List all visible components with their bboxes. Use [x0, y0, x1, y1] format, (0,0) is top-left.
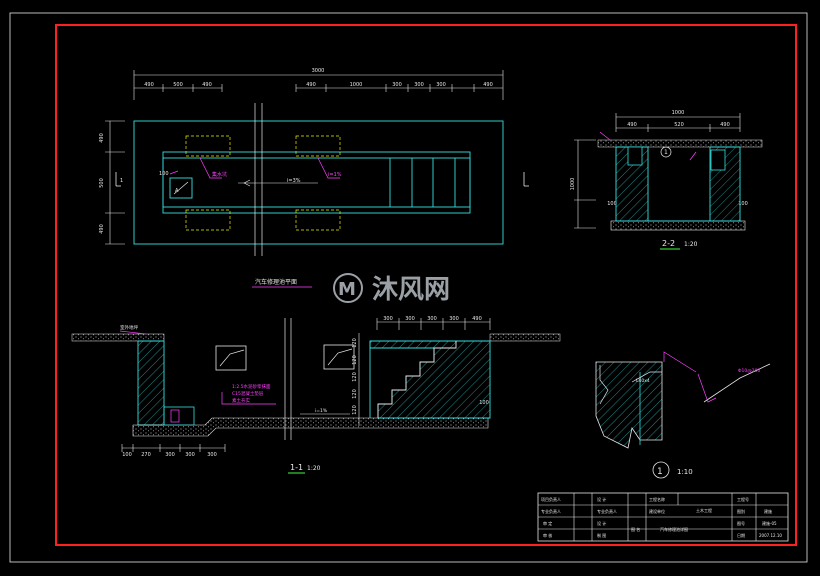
tb-r4-1: 审 核	[543, 532, 552, 538]
s11-note-slope: i=1%	[315, 408, 328, 414]
s22-dim-1: 490	[627, 122, 637, 128]
s11-note-3: 素土夯实	[232, 397, 250, 404]
s11-label: 1-1	[290, 463, 303, 472]
plan-dim-l-2: 500	[99, 178, 105, 188]
tb-r4-3: 图 名	[631, 526, 640, 532]
plan-dim-tr-3: 300	[392, 82, 402, 88]
s11-dim-s-2: 120	[352, 355, 358, 365]
detail-1: L40x4 Φ10@200 1 1:10	[595, 351, 771, 479]
tb-r1-1: 项目负责人	[541, 496, 561, 502]
plan-dim-tr-4: 300	[414, 82, 424, 88]
plan-section-mark-left: 1	[120, 178, 123, 184]
plan-dim-l-3: 490	[99, 224, 105, 234]
svg-text:M: M	[338, 279, 356, 300]
plan-dim-tl-1: 490	[144, 82, 154, 88]
section-2-2: 1000 490 520 490 1000 100 100 1 2-2 1:20	[570, 110, 763, 250]
tb-r2-6: 建施	[764, 508, 772, 514]
plan-note-sump: 集水坑	[212, 171, 227, 178]
s11-dim-b-4: 300	[185, 452, 195, 458]
plan-dim-tr-6: 490	[483, 82, 493, 88]
section-1-1: 300 300 300 300 490 100 270 300 300 300 …	[71, 316, 561, 474]
tb-r2-2: 专业负责人	[597, 508, 617, 514]
plan-dim-tr-1: 490	[306, 82, 316, 88]
tb-r2-3: 建设单位	[649, 508, 665, 514]
plan-dim-tl-2: 500	[173, 82, 183, 88]
s11-note-ground: 室外地坪	[120, 324, 138, 331]
s11-dim-s-4: 120	[352, 389, 358, 399]
plan-dim-tr-2: 1000	[350, 82, 363, 88]
s11-dim-b-3: 300	[165, 452, 175, 458]
s22-label: 2-2	[662, 239, 675, 248]
tb-r2-5: 图别	[737, 508, 745, 514]
plan-dim-tl-3: 490	[202, 82, 212, 88]
plan-note-a: A	[175, 188, 179, 194]
plan-dim-l-1: 490	[99, 133, 105, 143]
tb-r4-2: 制 图	[597, 532, 606, 538]
watermark: M 沐风网	[333, 273, 450, 305]
s22-dim-side-3: 100	[738, 201, 748, 207]
s22-dim-total: 1000	[672, 110, 685, 116]
s22-callout: 1	[664, 149, 668, 156]
tb-r1-5: 工程号	[737, 496, 749, 502]
s11-dim-s-1: 120	[352, 338, 358, 348]
tb-r1-3: 工程名称	[649, 496, 665, 502]
tb-r4-5: 日期	[737, 532, 745, 538]
s22-dim-side-2: 100	[607, 201, 617, 207]
s22-scale: 1:20	[684, 241, 698, 248]
plan-note-slope-1: i=3%	[287, 178, 301, 184]
plan-title: 汽车修理池平面	[255, 278, 297, 286]
s11-scale: 1:20	[307, 465, 321, 472]
s11-note-1: 1:2.5水泥砂浆抹面	[232, 383, 271, 390]
s11-dim-b-2: 270	[141, 452, 151, 458]
s11-dim-b-5: 300	[207, 452, 217, 458]
detail-scale: 1:10	[677, 468, 693, 476]
plan-dim-tr-5: 300	[436, 82, 446, 88]
sheet-outer-frame	[9, 12, 808, 563]
tb-r4-6: 2007.12.10	[759, 533, 782, 538]
s11-dim-step-4: 300	[449, 316, 459, 322]
tb-r3-2: 设 计	[597, 520, 606, 526]
plan-note-slope-2: i=1%	[328, 172, 342, 178]
s11-dim-step-2: 300	[405, 316, 415, 322]
sheet-red-border	[55, 24, 797, 546]
s22-dim-2: 520	[674, 122, 684, 128]
plan-dim-total: 3000	[312, 68, 325, 74]
watermark-text: 沐风网	[372, 275, 450, 305]
plan-note-100: 100	[159, 171, 169, 177]
detail-number: 1	[657, 467, 663, 477]
tb-r1-2: 设 计	[597, 496, 606, 502]
tb-r2-1: 专业负责人	[541, 508, 561, 514]
tb-r1-4: 土木工程	[696, 507, 712, 513]
s11-dim-step-1: 300	[383, 316, 393, 322]
tb-r3-1: 审 定	[543, 520, 552, 526]
s11-dim-b-1: 100	[122, 452, 132, 458]
tb-r4-4: 汽车修理池详图	[660, 526, 688, 532]
tb-r3-6: 建施-05	[762, 520, 777, 526]
s22-dim-side-1: 1000	[570, 178, 576, 191]
s11-dim-step-5: 490	[472, 316, 482, 322]
detail-note-angle: L40x4	[636, 378, 650, 384]
title-block: 项目负责人 设 计 工程名称 土木工程 工程号 专业负责人 专业负责人 建设单位…	[537, 492, 789, 542]
plan-view: 3000 490 500 490 490 1000 300 300 300 49…	[99, 68, 529, 288]
detail-note-rebar: Φ10@200	[738, 368, 760, 374]
s11-dim-s-5: 120	[352, 405, 358, 415]
s11-note-2: C15混凝土垫层	[232, 390, 264, 397]
s22-dim-3: 490	[720, 122, 730, 128]
s11-dim-step-3: 300	[427, 316, 437, 322]
tb-r3-5: 图号	[737, 520, 745, 526]
s11-dim-s-3: 120	[352, 372, 358, 382]
